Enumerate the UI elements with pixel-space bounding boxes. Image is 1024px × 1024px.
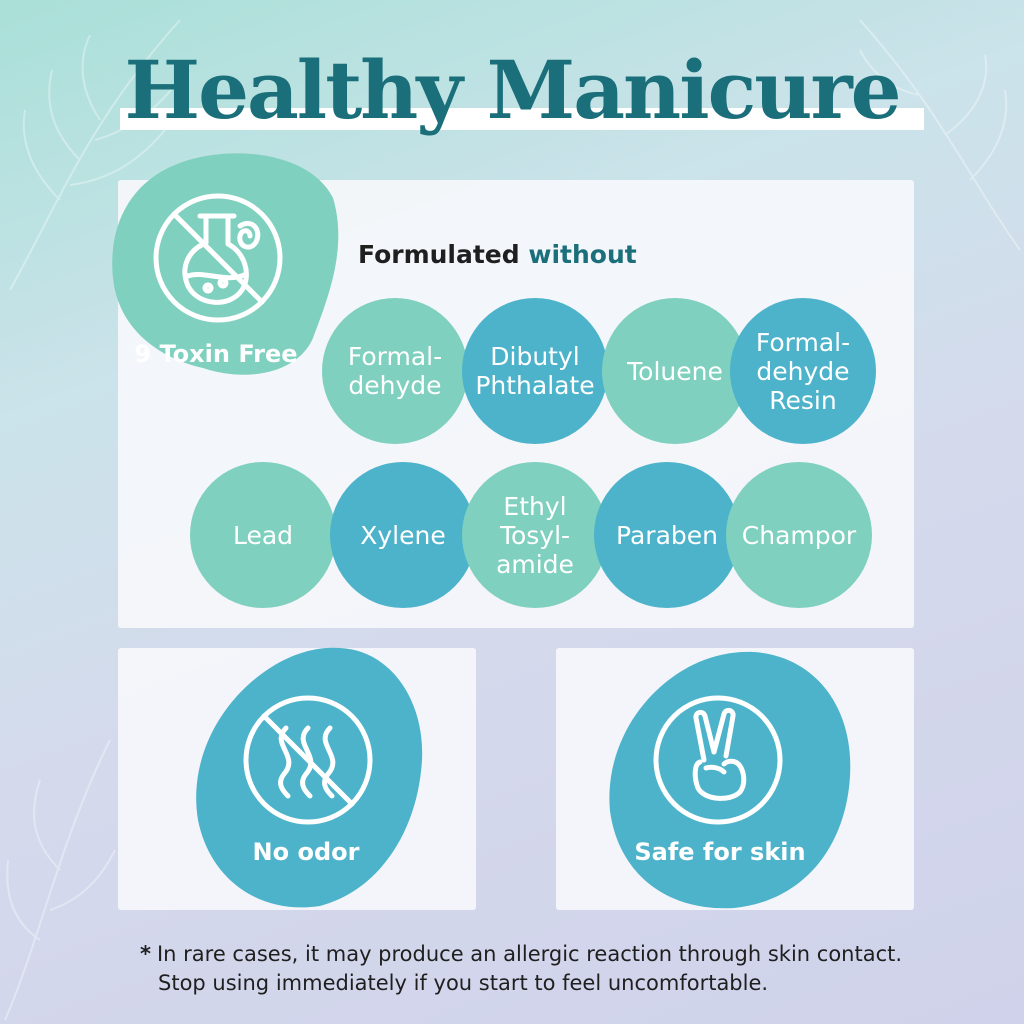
formulated-prefix: Formulated <box>358 240 520 269</box>
ingredient-label: Paraben <box>616 520 718 550</box>
ingredient-circle: Paraben <box>594 462 740 608</box>
no-odor-blob <box>196 647 423 908</box>
disclaimer: *In rare cases, it may produce an allerg… <box>140 940 960 998</box>
no-chemicals-flask-icon <box>153 193 283 323</box>
ingredient-circle: Champor <box>726 462 872 608</box>
page-title: Healthy Manicure <box>124 43 901 137</box>
disclaimer-text-2: Stop using immediately if you start to f… <box>158 971 769 995</box>
disclaimer-line-2: Stop using immediately if you start to f… <box>140 969 960 998</box>
no-odor-icon <box>243 695 373 825</box>
ingredient-circle: Xylene <box>330 462 476 608</box>
safe-for-skin-label: Safe for skin <box>634 838 806 866</box>
ingredient-label: Champor <box>741 520 857 550</box>
ingredient-label: Formal-dehyde <box>347 342 443 400</box>
ingredient-circle: Lead <box>190 462 336 608</box>
title-underline <box>120 108 924 130</box>
leaf-decoration-icon <box>4 739 116 1021</box>
ingredient-circle: Toluene <box>602 298 748 444</box>
ingredient-circle: Formal-dehyde <box>322 298 468 444</box>
disclaimer-text-1: In rare cases, it may produce an allergi… <box>156 942 903 966</box>
no-odor-label: No odor <box>252 838 360 866</box>
safe-for-skin-blob <box>609 651 851 909</box>
title-area: Healthy Manicure <box>0 40 1024 140</box>
formulated-heading: Formulated without <box>358 240 637 269</box>
ingredient-label: Xylene <box>360 520 446 550</box>
asterisk: * <box>140 942 151 966</box>
ingredient-label: Lead <box>232 520 294 550</box>
ingredient-label: Toluene <box>627 356 723 386</box>
disclaimer-line-1: *In rare cases, it may produce an allerg… <box>140 940 960 969</box>
formulated-accent: without <box>528 240 637 269</box>
leaf-decoration-icon <box>859 19 1021 251</box>
toxin-free-label: 9 Toxin Free <box>134 340 298 368</box>
victory-hand-icon <box>653 695 783 825</box>
